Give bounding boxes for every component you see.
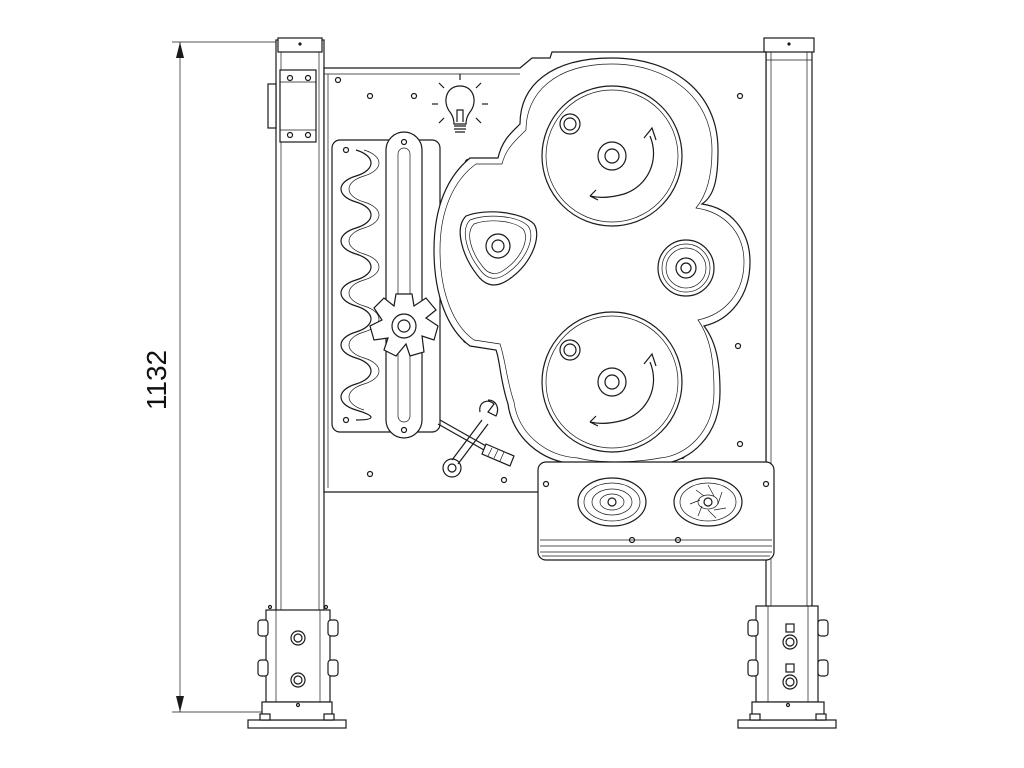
tools-icon xyxy=(437,399,515,478)
vertical-slot xyxy=(385,131,423,439)
left-base-block xyxy=(261,701,333,721)
right-wheel xyxy=(673,477,743,527)
left-post xyxy=(247,37,347,729)
dimension-arrow-bottom xyxy=(176,696,184,712)
rotation-arrow-icon xyxy=(589,126,657,201)
right-lower-bracket xyxy=(755,605,819,703)
left-base-plate xyxy=(247,719,347,729)
rack-and-pinion xyxy=(331,131,441,439)
wave-track xyxy=(340,149,372,421)
lower-rotating-disc xyxy=(541,311,683,453)
right-post-body xyxy=(765,39,813,703)
left-post-body xyxy=(275,39,325,703)
right-base-plate xyxy=(737,719,837,729)
gear-icon xyxy=(369,293,439,357)
bottom-box xyxy=(537,461,775,561)
dimension-arrow-top xyxy=(176,42,184,58)
rotation-arrow-icon xyxy=(589,352,657,427)
left-lower-bracket xyxy=(265,609,331,703)
upper-rotating-disc xyxy=(541,85,683,227)
dimension-label: 1132 xyxy=(141,350,172,410)
left-upper-bracket xyxy=(279,69,317,143)
left-side-clip xyxy=(267,83,277,129)
screwdriver-icon xyxy=(437,419,515,467)
left-wheel xyxy=(577,477,647,527)
triangle-cam xyxy=(459,211,538,286)
right-knob xyxy=(657,239,715,297)
height-dimension: 1132 xyxy=(141,41,278,713)
light-bulb-icon xyxy=(432,74,488,133)
right-base-block xyxy=(751,701,825,721)
right-post xyxy=(737,37,837,729)
